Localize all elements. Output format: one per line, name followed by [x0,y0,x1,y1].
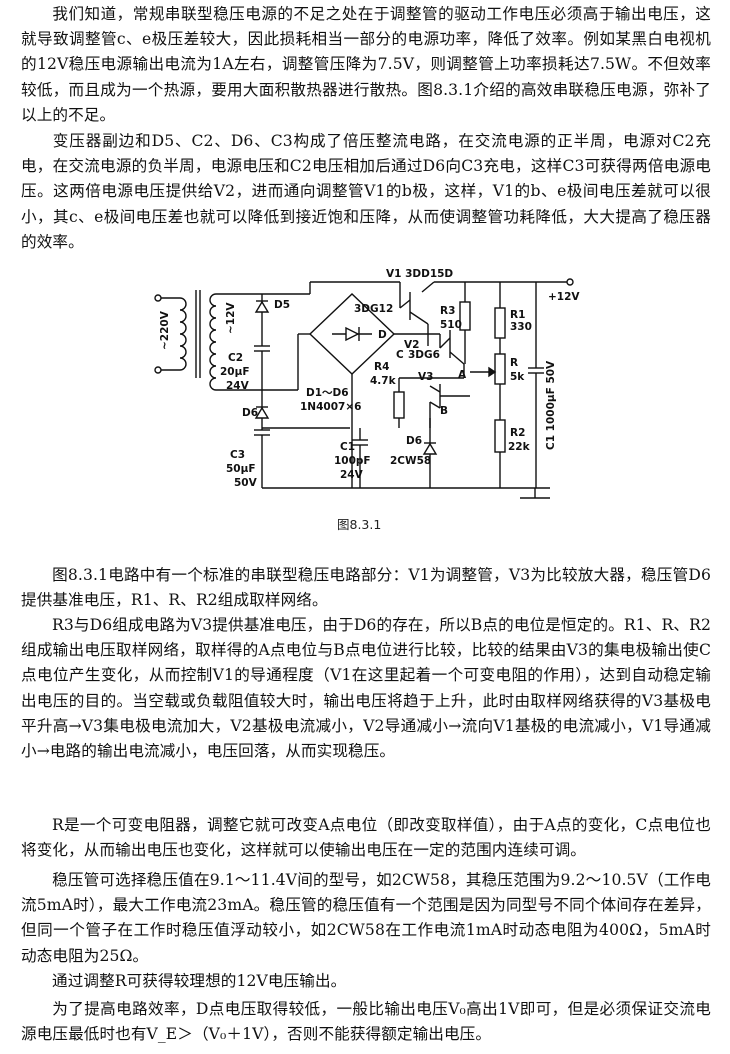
label-c3-voltage: 50V [234,477,258,489]
paragraph-voltage-doubler: 变压器副边和D5、C2、D6、C3构成了倍压整流电路，在交流电源的正半周，电源对… [21,132,711,251]
label-r4: R4 [374,361,389,373]
label-r-value: 5k [510,371,525,383]
label-r3: R3 [440,305,455,317]
label-r3-value: 510 [440,319,462,331]
label-r4-value: 4.7k [370,375,397,387]
point-b: B [440,405,448,417]
paragraph-intro: 我们知道，常规串联型稳压电源的不足之处在于调整管的驱动工作电压必须高于输出电压，… [21,5,711,124]
figure-caption: 图8.3.1 [337,517,382,532]
point-a: A [458,369,467,381]
label-2cw58: 2CW58 [390,455,431,467]
paragraph-zener-selection: 稳压管可选择稳压值在9.1～11.4V间的型号，如2CW58，其稳压范围为9.2… [21,871,711,965]
label-c1-small-value: 100pF [334,455,371,467]
paragraph-regulation-principle: R3与D6组成电路为V3提供基准电压，由于D6的存在，所以B点的电位是恒定的。R… [21,616,711,761]
label-v1: V1 3DD15D [386,268,453,280]
label-12: ~12V [225,302,237,334]
label-r: R [510,357,518,369]
paragraph-circuit-overview: 图8.3.1电路中有一个标准的串联型稳压电路部分：V1为调整管，V3为比较放大器… [21,566,711,610]
label-d5: D5 [274,299,290,311]
label-c2: C2 [228,352,243,364]
label-plus12: +12V [548,291,580,303]
label-c3-value: 50μF [226,463,256,475]
label-c2-voltage: 24V [226,380,250,392]
label-1n4007: 1N4007×6 [300,401,361,413]
paragraph-adjustable-resistor: R是一个可变电阻器，调整它就可改变A点电位（即改变取样值），由于A点的变化，C点… [21,816,711,860]
label-r1: R1 [510,309,525,321]
label-3dg12: 3DG12 [354,303,393,315]
label-r2: R2 [510,427,525,439]
point-d: D [378,329,387,341]
label-c3: C3 [230,449,245,461]
circuit-diagram: V1 3DD15D +12V ~220V ~12V D5 C2 20μF 24V… [150,268,590,516]
label-v3: V3 [418,371,433,383]
label-d6-left: D6 [242,407,258,419]
paragraph-12v-output: 通过调整R可获得较理想的12V电压输出。 [52,972,347,990]
point-c: C [396,349,404,361]
label-c1-small: C1 [340,441,355,453]
label-r2-value: 22k [508,441,531,453]
label-c1-small-voltage: 24V [340,469,364,481]
label-r1-value: 330 [510,321,532,333]
label-d1d6: D1～D6 [306,387,349,399]
paragraph-efficiency-note: 为了提高电路效率，D点电压取得较低，一般比输出电压V₀高出1V即可，但是必须保证… [21,1000,711,1044]
label-c1-big: C1 1000μF 50V [545,360,557,450]
label-v2: V2 [404,339,419,351]
label-c2-value: 20μF [220,366,250,378]
label-3dg6: 3DG6 [408,349,440,361]
label-220: ~220V [159,310,171,350]
label-d6: D6 [406,435,422,447]
